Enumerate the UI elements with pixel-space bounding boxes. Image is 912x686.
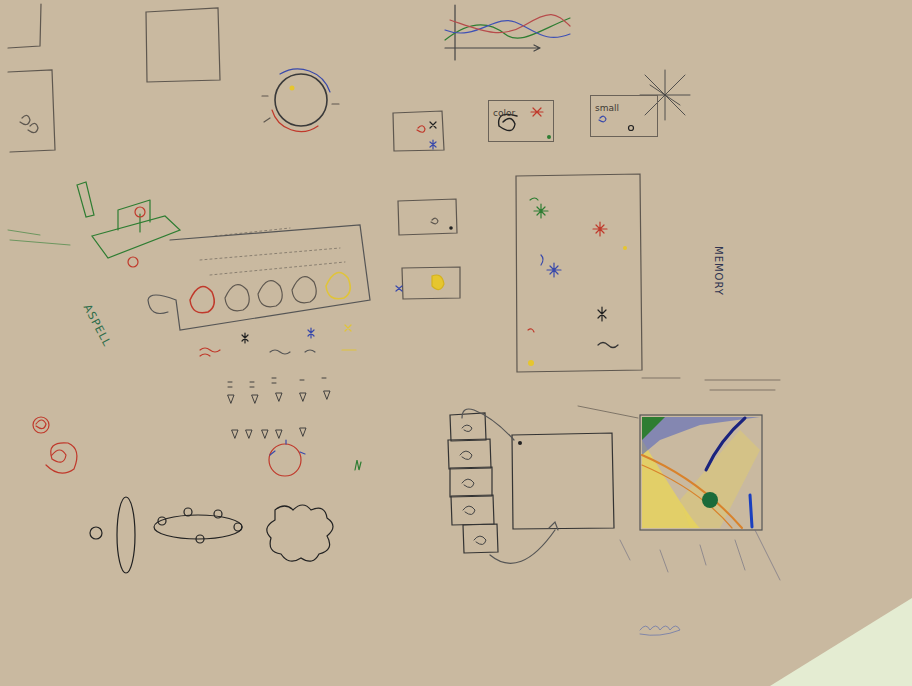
- box-text: small: [591, 101, 623, 115]
- memory-label: MEMORY: [713, 246, 724, 296]
- sketch-box: color: [488, 100, 554, 142]
- sketch-box: small: [590, 95, 658, 137]
- aspell-label: ASPELL: [81, 302, 114, 349]
- box-text: color: [489, 106, 519, 120]
